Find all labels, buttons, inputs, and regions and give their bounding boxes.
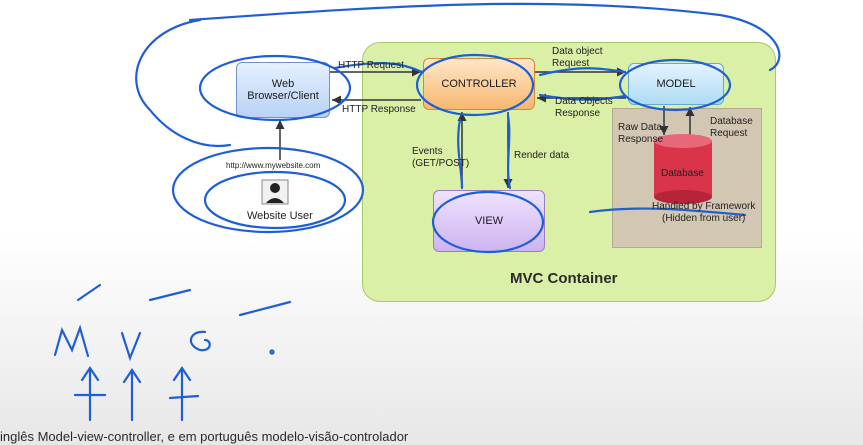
handwriting-ink (53, 2, 781, 422)
raw-data-response-label: Raw Data Response (618, 122, 664, 145)
ink-top-loop (188, 2, 781, 72)
database-cylinder (654, 134, 712, 204)
ink-arrow-m (73, 366, 107, 422)
ink-letter-v (120, 331, 142, 362)
ink-controller-circle (415, 53, 535, 117)
render-data-label: Render data (514, 150, 570, 161)
browser-node: Web Browser/Client (236, 62, 330, 118)
ink-data-back-arrow (538, 93, 627, 101)
container-title: MVC Container (510, 270, 618, 287)
browser-label: Web Browser/Client (247, 78, 319, 102)
framework-note: Handled by Framework (Hidden from user) (652, 201, 756, 224)
ink-framework-line (588, 207, 747, 217)
ink-user-circle-2 (203, 170, 347, 230)
ink-dash-3 (238, 300, 292, 317)
ink-browser-circle (198, 54, 352, 122)
controller-node: CONTROLLER (423, 58, 535, 110)
database-label: Database (661, 168, 704, 179)
ink-request-arrow (333, 61, 424, 74)
database-request-label: Database Request (710, 116, 753, 139)
ink-data-arrow (538, 67, 627, 77)
ink-letter-m (53, 324, 90, 358)
data-objects-response-label: Data Objects Response (555, 96, 613, 119)
view-label: VIEW (474, 215, 504, 227)
ink-arrow-c (168, 366, 200, 422)
ink-view-circle (431, 190, 545, 254)
ink-events-line (457, 118, 464, 190)
ink-left-loop (135, 18, 232, 148)
ink-dash-1 (76, 283, 102, 302)
ink-user-circle (171, 146, 365, 234)
data-object-request-label: Data object Request (552, 46, 603, 69)
ink-render-line (506, 113, 512, 190)
model-label: MODEL (656, 78, 696, 90)
ink-arrow-v (122, 368, 142, 422)
website-user-label: Website User (247, 210, 313, 222)
user-icon (261, 179, 289, 205)
model-node: MODEL (628, 63, 724, 105)
caption-text: inglês Model-view-controller, e em portu… (0, 429, 409, 444)
ink-model-circle (618, 58, 732, 112)
events-label: Events (GET/POST) (412, 146, 470, 169)
controller-label: CONTROLLER (441, 78, 517, 90)
ink-letter-c (189, 330, 211, 352)
url-text: http://www.mywebsite.com (226, 161, 321, 170)
framework-area (612, 108, 762, 248)
ink-dot (269, 349, 275, 355)
ink-dash-2 (148, 288, 192, 302)
http-response-label: HTTP Response (342, 104, 416, 115)
http-request-label: HTTP Request (338, 60, 404, 71)
